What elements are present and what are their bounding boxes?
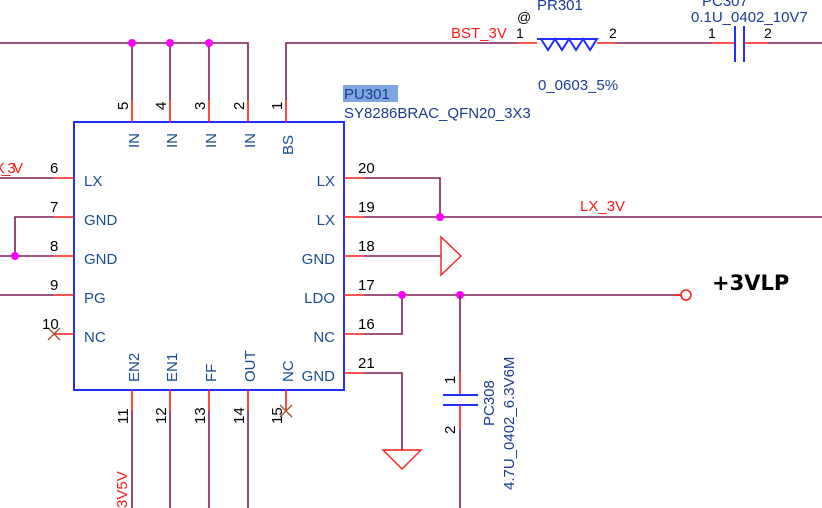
pin-number: 5 bbox=[115, 102, 132, 110]
pr301-pin1-number: 1 bbox=[516, 25, 524, 41]
pin-label: IN bbox=[164, 133, 181, 148]
pin-label: IN bbox=[203, 133, 220, 148]
pin-label: LX bbox=[317, 212, 335, 229]
right-pins: LX_3V +3VLP 1 2 PC308 4.7U_0402_6.3V6M 2… bbox=[302, 160, 822, 508]
left-pins: LX_3V 6 7 8 9 10 LX GND GND PG NC bbox=[0, 160, 118, 346]
pin-number: 11 bbox=[115, 408, 132, 424]
pin-label: BS bbox=[280, 135, 297, 155]
pin-number: 14 bbox=[231, 407, 248, 424]
pin-label: PG bbox=[84, 290, 106, 307]
wire-pin20[interactable] bbox=[364, 177, 441, 217]
pin-label: GND bbox=[84, 212, 118, 229]
net-label-lx-left: LX_3V bbox=[0, 160, 23, 177]
wire-pin21[interactable] bbox=[364, 372, 403, 450]
net-label-lx-right: LX_3V bbox=[580, 198, 625, 215]
junction-dot bbox=[398, 291, 406, 299]
pc307-value: 0.1U_0402_10V7 bbox=[691, 9, 808, 26]
pin-number: 7 bbox=[50, 199, 58, 216]
wire-pin16[interactable] bbox=[364, 295, 403, 335]
junction-dot bbox=[128, 39, 136, 47]
power-net-label: +3VLP bbox=[712, 271, 789, 295]
pin-label: EN1 bbox=[164, 353, 181, 382]
pc307-pin1-number: 1 bbox=[708, 25, 716, 41]
power-port-icon[interactable] bbox=[680, 289, 692, 301]
ic-part-number: SY8286BRAC_QFN20_3X3 bbox=[344, 105, 531, 122]
junction-dot bbox=[166, 39, 174, 47]
pin-number: 15 bbox=[269, 407, 286, 424]
pin-label: NC bbox=[280, 360, 297, 382]
pin-number: 18 bbox=[358, 238, 375, 255]
pin-label: GND bbox=[302, 251, 336, 268]
junction-dot bbox=[11, 252, 19, 260]
pin-label: EN2 bbox=[126, 353, 143, 382]
net-label-bst: BST_3V bbox=[451, 25, 507, 42]
pin-number: 16 bbox=[358, 316, 375, 333]
bst-wire[interactable] bbox=[285, 42, 518, 100]
pin-number: 6 bbox=[50, 160, 58, 177]
pin-number: 3 bbox=[192, 102, 209, 110]
ground-symbol-icon bbox=[381, 449, 423, 470]
bst-path: BST_3V 1 @ PR301 0_0603_5% 2 1 2 PC307 0… bbox=[285, 0, 822, 100]
pin-label: LX bbox=[84, 173, 102, 190]
pin-number: 12 bbox=[153, 407, 170, 424]
junction-dot bbox=[436, 213, 444, 221]
pr301-value: 0_0603_5% bbox=[538, 77, 618, 94]
pin-number: 1 bbox=[269, 102, 286, 110]
pr301-refdes: PR301 bbox=[537, 0, 583, 14]
pc307-pin2-number: 2 bbox=[764, 25, 772, 41]
pc308-pin1-number: 1 bbox=[442, 376, 459, 384]
pin-label: IN bbox=[126, 133, 143, 148]
pin-label: IN bbox=[242, 133, 259, 148]
pin-number: 10 bbox=[42, 316, 59, 333]
wire-pin7[interactable] bbox=[14, 216, 54, 256]
pin-number: 20 bbox=[358, 160, 375, 177]
resistor-pr301[interactable] bbox=[537, 37, 599, 52]
pc308-refdes: PC308 bbox=[481, 380, 498, 426]
top-pins: 5 4 3 2 1 IN IN IN IN BS bbox=[0, 39, 297, 155]
pin-number: 21 bbox=[358, 355, 375, 372]
pin-number: 17 bbox=[358, 277, 375, 294]
pin-label: FF bbox=[203, 364, 220, 382]
pin-label: NC bbox=[84, 329, 106, 346]
pin-number: 13 bbox=[192, 407, 209, 424]
junction-dot bbox=[205, 39, 213, 47]
pin-number: 19 bbox=[358, 199, 375, 216]
pin-label: LX bbox=[317, 173, 335, 190]
pin-label: LDO bbox=[304, 290, 335, 307]
bottom-pins: 11 12 13 14 15 EN2 EN1 FF OUT NC 3V5V bbox=[114, 350, 297, 508]
pin-label: NC bbox=[313, 329, 335, 346]
pin-number: 2 bbox=[231, 102, 248, 110]
pc308-pin2-number: 2 bbox=[442, 426, 459, 434]
ic-refdes[interactable]: PU301 bbox=[344, 86, 390, 103]
no-connect-icon bbox=[279, 404, 293, 418]
pc307-refdes: PC307 bbox=[702, 0, 748, 10]
no-connect-icon bbox=[47, 327, 61, 341]
net-label-en2: 3V5V bbox=[114, 471, 131, 508]
pin-label: OUT bbox=[242, 350, 259, 382]
selection-highlight bbox=[343, 85, 398, 102]
pin-label: GND bbox=[302, 368, 336, 385]
pin-number: 9 bbox=[50, 277, 58, 294]
pin-label: GND bbox=[84, 251, 118, 268]
pin-number: 4 bbox=[153, 102, 170, 110]
pin-number: 8 bbox=[50, 238, 58, 255]
ground-symbol-icon bbox=[440, 235, 463, 277]
pr301-marker: @ bbox=[517, 9, 531, 25]
pc308-value: 4.7U_0402_6.3V6M bbox=[501, 357, 518, 490]
vin-bus-wire[interactable] bbox=[0, 42, 249, 100]
pr301-pin2-number: 2 bbox=[609, 25, 617, 41]
